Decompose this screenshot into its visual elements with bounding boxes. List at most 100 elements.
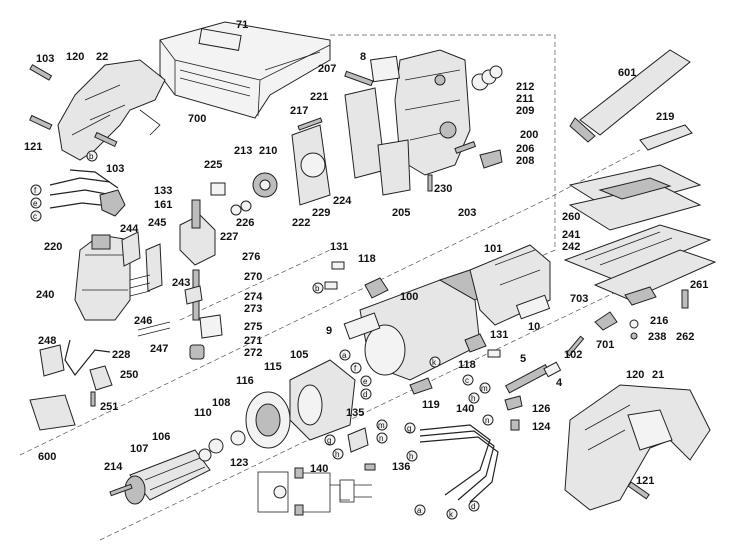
label-221: 221 bbox=[310, 91, 328, 103]
label-601: 601 bbox=[618, 67, 636, 79]
conn-letter-k: k bbox=[432, 358, 437, 367]
conn-letter-c2: c bbox=[465, 376, 469, 385]
label-140b: 140 bbox=[456, 403, 474, 415]
label-100: 100 bbox=[400, 291, 418, 303]
label-108: 108 bbox=[212, 397, 230, 409]
label-214: 214 bbox=[104, 461, 123, 473]
label-700: 700 bbox=[188, 113, 206, 125]
label-9: 9 bbox=[326, 325, 332, 337]
armature-106 bbox=[109, 430, 246, 505]
label-22: 22 bbox=[96, 51, 108, 63]
label-140: 140 bbox=[310, 463, 328, 475]
label-207: 207 bbox=[318, 63, 336, 75]
label-115: 115 bbox=[264, 361, 282, 373]
conn-letter-n: n bbox=[485, 416, 489, 425]
label-205: 205 bbox=[392, 207, 410, 219]
label-251: 251 bbox=[100, 401, 118, 413]
label-241: 241 bbox=[562, 229, 580, 241]
conn-letter-f2: f bbox=[354, 364, 357, 373]
label-8: 8 bbox=[360, 51, 366, 63]
label-222: 222 bbox=[292, 217, 310, 229]
label-275: 275 bbox=[244, 321, 262, 333]
label-261: 261 bbox=[690, 279, 708, 291]
conn-letter-h2: h bbox=[335, 450, 339, 459]
label-121: 121 bbox=[24, 141, 42, 153]
label-246: 246 bbox=[134, 315, 152, 327]
label-119: 119 bbox=[422, 399, 440, 411]
label-5: 5 bbox=[520, 353, 526, 365]
label-208: 208 bbox=[516, 155, 534, 167]
conn-letter-m2: m bbox=[378, 421, 385, 430]
gear-housing-200 bbox=[291, 49, 471, 206]
conn-letter-h: h bbox=[471, 394, 475, 403]
label-10: 10 bbox=[528, 321, 540, 333]
conn-letter-n2: n bbox=[379, 434, 383, 443]
conn-letter-b: b bbox=[89, 152, 94, 161]
wire-harness-140 bbox=[419, 424, 499, 503]
label-21: 21 bbox=[652, 369, 664, 381]
conn-letter-e2: e bbox=[363, 377, 368, 386]
label-273: 273 bbox=[244, 303, 262, 315]
label-200: 200 bbox=[520, 129, 538, 141]
conn-letter-a: a bbox=[342, 351, 347, 360]
label-248: 248 bbox=[38, 335, 56, 347]
label-203: 203 bbox=[458, 207, 476, 219]
switch-assembly-133 bbox=[49, 169, 126, 217]
label-250: 250 bbox=[120, 369, 138, 381]
label-209: 209 bbox=[516, 105, 534, 117]
label-131: 131 bbox=[330, 241, 348, 253]
label-227: 227 bbox=[220, 231, 238, 243]
connection-letters: b f e c b a f e d k c m h n g h m n g h … bbox=[30, 150, 494, 520]
label-238: 238 bbox=[648, 331, 666, 343]
base-plate-260 bbox=[563, 164, 717, 301]
conn-letter-f: f bbox=[34, 186, 37, 195]
label-133: 133 bbox=[154, 185, 172, 197]
label-701: 701 bbox=[596, 339, 614, 351]
conn-letter-c: c bbox=[33, 212, 37, 221]
conn-letter-g: g bbox=[327, 436, 331, 445]
label-262: 262 bbox=[676, 331, 694, 343]
label-212: 212 bbox=[516, 81, 534, 93]
label-242: 242 bbox=[562, 241, 580, 253]
label-103b: 103 bbox=[106, 163, 124, 175]
clips-228-250-600 bbox=[29, 339, 113, 431]
label-121b: 121 bbox=[636, 475, 654, 487]
label-120b: 120 bbox=[626, 369, 644, 381]
blade-housing-left bbox=[29, 59, 166, 161]
label-213: 213 bbox=[234, 145, 252, 157]
connectors-118-131 bbox=[324, 261, 501, 395]
label-124: 124 bbox=[532, 421, 551, 433]
label-136: 136 bbox=[392, 461, 410, 473]
label-274: 274 bbox=[244, 291, 263, 303]
label-101: 101 bbox=[484, 243, 502, 255]
carrying-case bbox=[159, 21, 331, 119]
motor-housing-100 bbox=[343, 244, 551, 381]
label-116: 116 bbox=[236, 375, 254, 387]
label-600: 600 bbox=[38, 451, 56, 463]
handle-housing-240 bbox=[74, 231, 171, 337]
housing-shell-right bbox=[564, 384, 711, 511]
label-206: 206 bbox=[516, 143, 534, 155]
field-coil-105 bbox=[245, 359, 356, 449]
conn-letter-e: e bbox=[33, 199, 38, 208]
label-224: 224 bbox=[333, 195, 352, 207]
dust-extraction-601 bbox=[569, 49, 693, 151]
label-225: 225 bbox=[204, 159, 222, 171]
brush-holder-135 bbox=[347, 427, 376, 471]
label-217: 217 bbox=[290, 105, 308, 117]
label-107: 107 bbox=[130, 443, 148, 455]
label-243: 243 bbox=[172, 277, 190, 289]
conn-letter-h3: h bbox=[409, 452, 413, 461]
label-106: 106 bbox=[152, 431, 170, 443]
label-161: 161 bbox=[154, 199, 172, 211]
label-118b: 118 bbox=[458, 359, 476, 371]
label-260: 260 bbox=[562, 211, 580, 223]
label-240: 240 bbox=[36, 289, 54, 301]
label-276: 276 bbox=[242, 251, 260, 263]
plunger-270-group bbox=[179, 199, 223, 360]
label-244: 244 bbox=[120, 223, 139, 235]
label-4: 4 bbox=[556, 377, 563, 389]
conn-letter-d2: d bbox=[471, 502, 475, 511]
bearing-rings-209-212 bbox=[427, 65, 503, 192]
